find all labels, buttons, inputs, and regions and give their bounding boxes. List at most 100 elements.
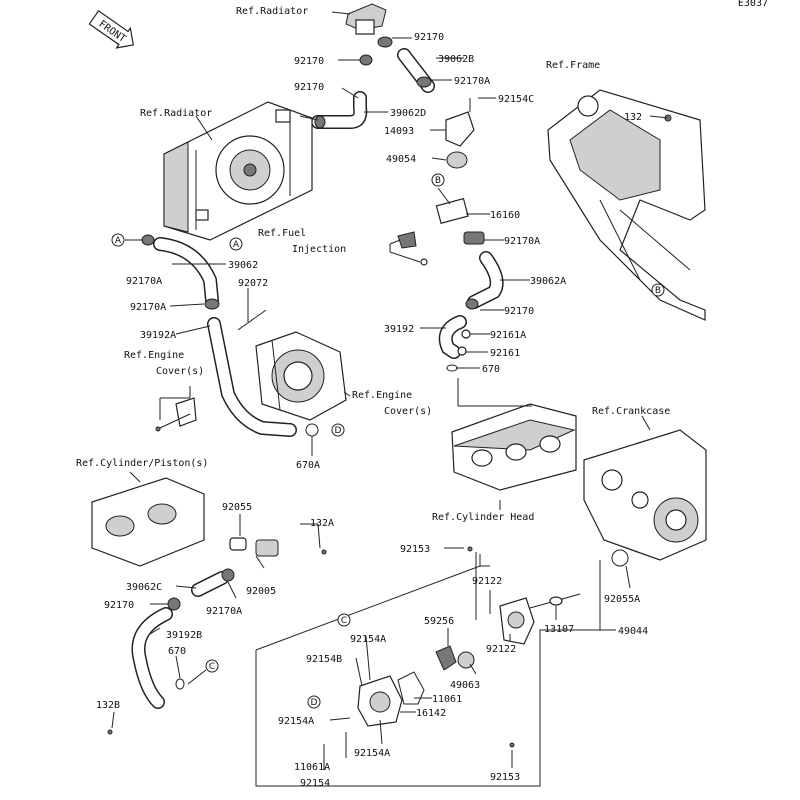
part-39062: 39062 (228, 260, 258, 271)
ref-frame: Ref.Frame (546, 60, 600, 71)
part-92055A: 92055A (604, 594, 640, 605)
ref-engine-cover-left-1: Ref.Engine (124, 350, 184, 361)
clamps-top (359, 36, 432, 88)
part-132: 132 (624, 112, 642, 123)
part-92072: 92072 (238, 278, 268, 289)
part-39062C: 39062C (126, 582, 162, 593)
part-92154B: 92154B (306, 654, 342, 665)
part-49054: 49054 (386, 154, 416, 165)
bolt-92072 (237, 309, 267, 331)
callout-A-label: A (233, 240, 240, 250)
part-670A: 670A (296, 460, 320, 471)
part-92170-c: 92170 (504, 306, 534, 317)
callout-D-label: D (335, 426, 342, 436)
leader-lines (111, 11, 669, 770)
callout-B-frame: B (651, 283, 665, 297)
part-92170A-left2: 92170A (130, 302, 166, 313)
part-670: 670 (482, 364, 500, 375)
part-92154A-b: 92154A (278, 716, 314, 727)
impeller-59256 (435, 645, 475, 671)
part-39192: 39192 (384, 324, 414, 335)
water-pump-frame (255, 554, 601, 787)
part-39062B: 39062B (438, 54, 474, 65)
callout-C-label-2: C (341, 616, 347, 626)
part-92154A-c: 92154A (354, 748, 390, 759)
diagram-id: E3037 (738, 0, 768, 9)
gasket-11061 (397, 671, 425, 705)
callout-A-top: A (229, 237, 243, 251)
part-92170-lower: 92170 (104, 600, 134, 611)
part-92005: 92005 (246, 586, 276, 597)
pump-body-92122 (499, 597, 535, 645)
ref-radiator-top: Ref.Radiator (236, 6, 308, 17)
hose-39062A (465, 251, 504, 310)
part-13107: 13107 (544, 624, 574, 635)
callout-B-label-2: B (655, 286, 661, 296)
callout-B-top: B (431, 173, 445, 187)
callout-D-pump: D (307, 695, 321, 709)
part-92170A-left: 92170A (126, 276, 162, 287)
part-92154A-a: 92154A (350, 634, 386, 645)
part-92122-a: 92122 (472, 576, 502, 587)
callout-C-pump: C (337, 613, 351, 627)
callout-C-label: C (209, 662, 215, 672)
ref-engine-cover-left-2: Cover(s) (156, 366, 204, 377)
pipe-39192 (438, 315, 471, 372)
callout-C-lower: C (205, 659, 219, 673)
part-39192A: 39192A (140, 330, 176, 341)
part-92170A-lower: 92170A (206, 606, 242, 617)
part-132A: 132A (310, 518, 334, 529)
ref-fuel-1: Ref.Fuel (258, 228, 306, 239)
part-92154C: 92154C (498, 94, 534, 105)
part-59256: 59256 (424, 616, 454, 627)
cylinder-block (91, 477, 205, 567)
part-16142: 16142 (416, 708, 446, 719)
part-11061: 11061 (432, 694, 462, 705)
frame-section (547, 89, 706, 321)
radiator-cap-fitting (345, 3, 387, 35)
front-arrow-marker: FRONT (88, 9, 134, 49)
bracket-engine-cover (155, 397, 197, 432)
callout-A-left: A (111, 233, 125, 247)
part-132B: 132B (96, 700, 120, 711)
oring-92055A (611, 549, 629, 567)
part-39062A: 39062A (530, 276, 566, 287)
callout-D-mid: D (331, 423, 345, 437)
ref-engine-cover-right-1: Ref.Engine (352, 390, 412, 401)
part-92161: 92161 (490, 348, 520, 359)
thermostat-housing-14093 (445, 98, 475, 147)
thermostat-body-16160 (435, 197, 485, 245)
part-92170A-b: 92170A (504, 236, 540, 247)
callout-D-label-2: D (311, 698, 318, 708)
ref-crankcase: Ref.Crankcase (592, 406, 670, 417)
part-92170A-top: 92170A (454, 76, 490, 87)
part-92055: 92055 (222, 502, 252, 513)
ref-cylinder-piston: Ref.Cylinder/Piston(s) (76, 458, 208, 469)
part-11061A: 11061A (294, 762, 330, 773)
ref-cylinder-head: Ref.Cylinder Head (432, 512, 534, 523)
part-92170-left: 92170 (294, 56, 324, 67)
part-92154: 92154 (300, 778, 330, 789)
engine-cover (255, 331, 347, 421)
hose-39062 (141, 234, 220, 310)
pipe-39192A (207, 317, 319, 437)
part-92153-top: 92153 (400, 544, 430, 555)
pipe-39192B (107, 607, 185, 735)
ref-radiator-left: Ref.Radiator (140, 108, 212, 119)
callout-B-label: B (435, 176, 441, 186)
cylinder-head (451, 403, 577, 491)
ref-engine-cover-right-2: Cover(s) (384, 406, 432, 417)
part-16160: 16160 (490, 210, 520, 221)
crankcase (583, 429, 707, 561)
ref-fuel-2: Injection (292, 244, 346, 255)
part-670-lower: 670 (168, 646, 186, 657)
hose-39062C (167, 568, 235, 611)
pump-cover-16142 (357, 675, 403, 727)
part-92170-mid: 92170 (294, 82, 324, 93)
part-92161A: 92161A (490, 330, 526, 341)
hose-39062D (311, 91, 368, 129)
fuel-injection-sensor (397, 231, 428, 266)
part-14093: 14093 (384, 126, 414, 137)
